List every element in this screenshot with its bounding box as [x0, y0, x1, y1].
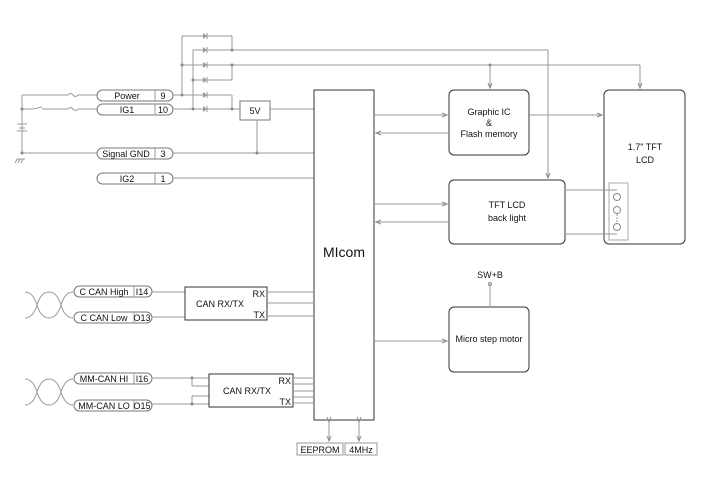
fuse-icon — [67, 93, 79, 97]
twisted-pair-icon — [24, 378, 74, 406]
battery-icon — [17, 123, 27, 132]
power-source-wiring — [14, 93, 97, 164]
svg-text:TX: TX — [279, 397, 291, 407]
led-array-icon — [608, 182, 629, 241]
svg-text:back light: back light — [488, 213, 527, 223]
can-transceiver-1: CAN RX/TX RX TX — [184, 286, 268, 321]
diode-icon — [203, 33, 208, 39]
svg-text:RX: RX — [252, 289, 265, 299]
twisted-pair-icon — [24, 291, 74, 319]
svg-text:Flash memory: Flash memory — [460, 129, 518, 139]
svg-text:Power: Power — [114, 91, 140, 101]
svg-text:1.7" TFT: 1.7" TFT — [628, 142, 663, 152]
eeprom-block: EEPROM — [296, 442, 344, 456]
regulator-5v: 5V — [173, 100, 314, 155]
connector-ig2: IG2 1 — [96, 172, 174, 185]
svg-text:CAN RX/TX: CAN RX/TX — [196, 299, 244, 309]
svg-text:9: 9 — [160, 91, 165, 101]
svg-text:CAN RX/TX: CAN RX/TX — [223, 386, 271, 396]
svg-text:MM-CAN LO: MM-CAN LO — [78, 401, 130, 411]
micom-block: MIcom — [313, 89, 375, 421]
connector-mm-can-lo: MM-CAN LO O15 — [73, 399, 153, 412]
svg-text:3: 3 — [160, 149, 165, 159]
svg-text:MM-CAN HI: MM-CAN HI — [80, 374, 129, 384]
svg-text:RX: RX — [278, 376, 291, 386]
can-transceiver-2: CAN RX/TX RX TX — [208, 373, 294, 408]
svg-text:10: 10 — [158, 105, 168, 115]
svg-text:IG1: IG1 — [120, 105, 135, 115]
svg-text:O13: O13 — [133, 313, 150, 323]
connector-signal-gnd: Signal GND 3 — [96, 147, 174, 160]
svg-text:Graphic IC: Graphic IC — [467, 107, 511, 117]
svg-text:C CAN Low: C CAN Low — [80, 313, 128, 323]
svg-text:MIcom: MIcom — [323, 244, 365, 260]
clock-block: 4MHz — [344, 442, 378, 456]
diode-icon — [203, 62, 208, 68]
termination-resistors — [152, 376, 209, 406]
svg-text:I16: I16 — [136, 374, 149, 384]
diode-network — [173, 33, 640, 112]
sw-b-label: SW+B — [477, 270, 503, 280]
connector-c-can-high: C CAN High I14 — [73, 285, 153, 298]
fuse-icon — [67, 107, 79, 111]
svg-text:TFT LCD: TFT LCD — [489, 200, 526, 210]
diode-icon — [203, 106, 208, 112]
backlight-block: TFT LCD back light — [448, 179, 566, 245]
diode-icon — [203, 92, 208, 98]
micro-step-motor-block: Micro step motor — [448, 306, 530, 373]
connector-power: Power 9 — [96, 89, 174, 102]
graphic-ic-block: Graphic IC & Flash memory — [448, 89, 530, 156]
svg-text:I14: I14 — [136, 287, 149, 297]
tft-lcd-block: 1.7" TFT LCD — [603, 89, 686, 245]
svg-text:C CAN High: C CAN High — [79, 287, 128, 297]
svg-text:EEPROM: EEPROM — [300, 445, 339, 455]
svg-text:TX: TX — [253, 310, 265, 320]
connector-mm-can-hi: MM-CAN HI I16 — [73, 372, 153, 385]
svg-text:IG2: IG2 — [120, 174, 135, 184]
svg-text:Micro step motor: Micro step motor — [455, 334, 522, 344]
diode-icon — [203, 77, 208, 83]
connector-c-can-low: C CAN Low O13 — [73, 311, 153, 324]
connector-ig1: IG1 10 — [96, 103, 174, 116]
svg-text:&: & — [486, 118, 492, 128]
ground-icon — [14, 158, 25, 164]
diode-icon — [203, 47, 208, 53]
svg-text:LCD: LCD — [636, 155, 655, 165]
svg-text:O15: O15 — [133, 401, 150, 411]
svg-text:5V: 5V — [249, 106, 260, 116]
svg-text:Signal GND: Signal GND — [102, 149, 150, 159]
svg-text:1: 1 — [160, 174, 165, 184]
svg-text:4MHz: 4MHz — [349, 445, 373, 455]
